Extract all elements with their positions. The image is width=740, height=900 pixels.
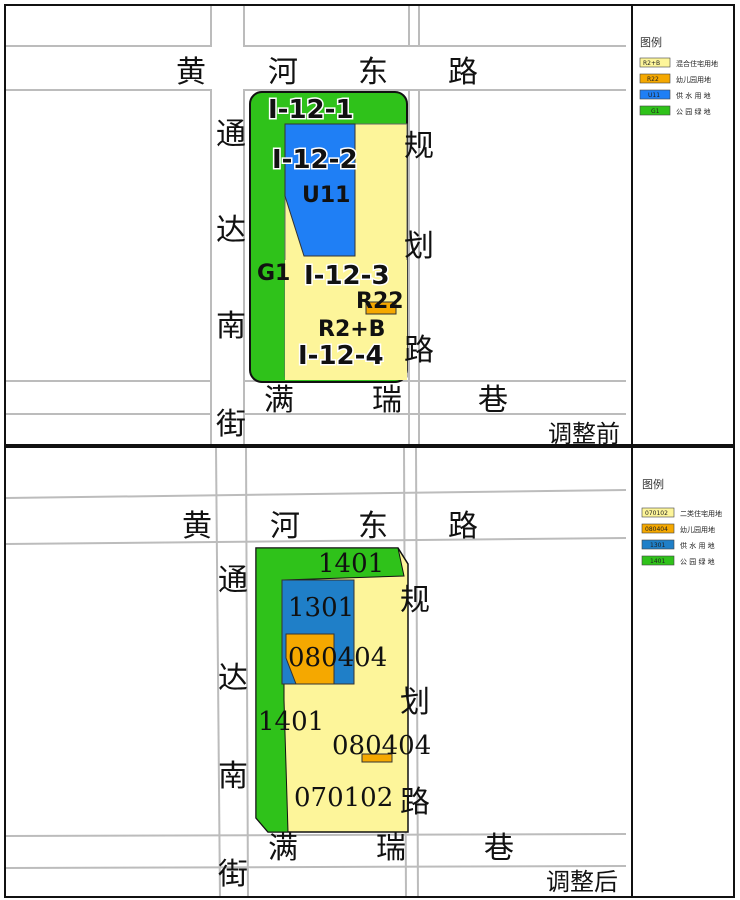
legend-title: 图例 [640,35,662,49]
road-char: 路 [400,785,430,820]
zone-residential: 070102 [294,783,393,813]
road-char: 巷 [484,831,514,866]
road-label-east: 规 划 路 [400,583,430,820]
legend-code: 080404 [645,526,668,533]
road-char: 东 [358,509,388,544]
legend-label: 幼儿园用地 [680,525,715,534]
legend-item: G1 公 园 绿 地 [639,105,711,116]
road-char: 南 [218,759,248,794]
road-char: 黄 [176,55,206,90]
parcel-label-1: I-12-1 [268,95,354,125]
road-char: 瑞 [376,831,406,866]
legend: 图例 R2+B 混合住宅用地 R22 幼儿园用地 U11 供 水 用 地 G1 … [639,35,718,116]
zone-green-west: 1401 [258,707,324,737]
legend-code: 1301 [650,542,665,549]
legend-label: 混合住宅用地 [676,59,718,68]
plot-block [255,547,409,833]
road-char: 路 [448,55,478,90]
road-north [6,47,626,89]
legend-code: 1401 [650,558,665,565]
map-before-svg: I-12-1 I-12-2 U11 G1 I-12-3 R22 R2+B I-1… [6,6,718,446]
legend-label: 供 水 用 地 [680,541,715,550]
legend-label: 供 水 用 地 [676,91,711,100]
road-char: 通 [216,117,246,152]
road-char: 河 [270,509,300,544]
road-label-south: 满 瑞 巷 [268,831,514,866]
road-char: 河 [268,55,298,90]
legend: 图例 070102 二类住宅用地 080404 幼儿园用地 1301 供 水 用… [641,477,722,566]
parcel-label-4: I-12-4 [298,341,384,371]
road-label-north: 黄 河 东 路 [176,55,478,90]
road-char: 划 [404,229,434,264]
road-char: 瑞 [372,383,402,418]
legend-item: 1301 供 水 用 地 [641,539,715,550]
road-char: 路 [448,509,478,544]
road-label-north: 黄 河 东 路 [182,509,478,544]
legend-item: 070102 二类住宅用地 [641,507,722,518]
parcel-label-3: I-12-3 [304,261,390,291]
plot-block [249,91,408,383]
road-char: 街 [218,857,248,892]
road-label-south: 满 瑞 巷 [264,383,508,418]
panel-caption: 调整前 [548,420,620,446]
road-char: 满 [264,383,294,418]
road-label-west: 通 达 南 街 [216,117,246,442]
road-char: 南 [216,309,246,344]
zone-r2b: R2+B [318,317,385,342]
road-char: 满 [268,831,298,866]
zone-water: 1301 [288,593,354,623]
road-char: 东 [358,55,388,90]
legend-code: 070102 [645,510,668,517]
legend-code: U11 [648,92,660,99]
road-char: 达 [216,213,246,248]
legend-label: 幼儿园用地 [676,75,711,84]
road-label-east: 规 划 路 [404,129,434,368]
legend-item: R2+B 混合住宅用地 [639,57,718,68]
legend-item: U11 供 水 用 地 [639,89,711,100]
road-label-west: 通 达 南 街 [218,563,248,892]
legend-code: R22 [647,76,659,83]
legend-label: 公 园 绿 地 [680,557,715,566]
legend-label: 二类住宅用地 [680,509,722,518]
road-char: 黄 [182,509,212,544]
zone-r22: R22 [356,289,404,314]
road-char: 巷 [478,383,508,418]
legend-title: 图例 [642,477,664,491]
road-char: 划 [400,685,430,720]
legend-code: R2+B [643,60,660,67]
panel-caption: 调整后 [546,868,618,896]
road-char: 通 [218,563,248,598]
legend-item: R22 幼儿园用地 [639,73,711,84]
road-char: 街 [216,407,246,442]
zone-kindergarten-a: 080404 [288,643,387,673]
zone-g1: G1 [257,261,290,286]
map-panel-after: 1401 1301 080404 1401 080404 070102 黄 河 … [4,446,735,898]
zone-green-top: 1401 [318,549,384,579]
zone-u11: U11 [302,183,350,208]
map-panel-before: I-12-1 I-12-2 U11 G1 I-12-3 R22 R2+B I-1… [4,4,735,446]
road-char: 达 [218,661,248,696]
road-west [212,6,243,444]
legend-item: 1401 公 园 绿 地 [641,555,715,566]
road-char: 规 [400,583,430,618]
map-after-svg: 1401 1301 080404 1401 080404 070102 黄 河 … [6,448,722,896]
zone-kindergarten-b: 080404 [332,731,431,761]
road-char: 路 [404,333,434,368]
road-char: 规 [404,129,434,164]
legend-code: G1 [651,108,660,115]
legend-item: 080404 幼儿园用地 [641,523,715,534]
legend-label: 公 园 绿 地 [676,107,711,116]
parcel-label-2: I-12-2 [272,145,358,175]
